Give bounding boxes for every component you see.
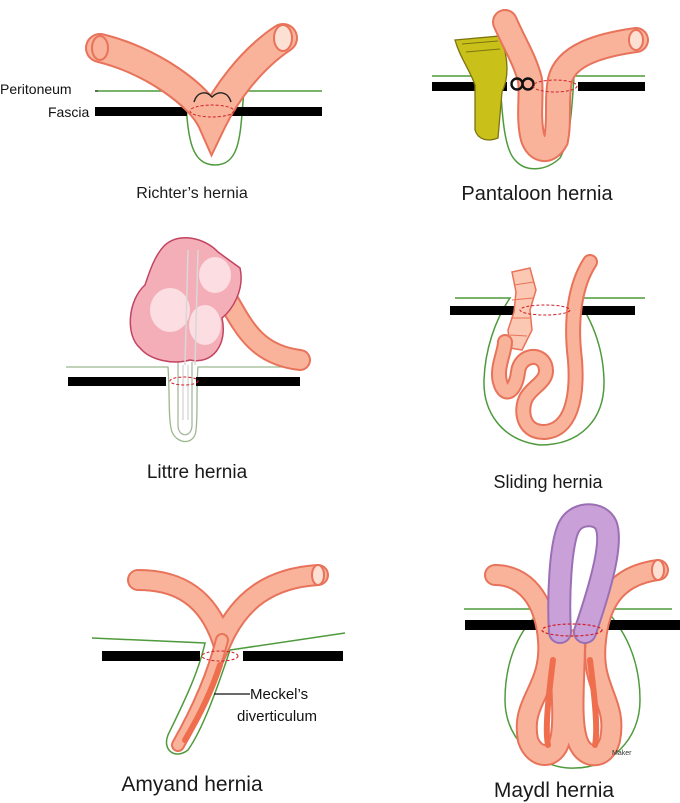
hernia-ring — [201, 650, 239, 662]
ileum-segment — [150, 288, 190, 332]
hernia-ring — [541, 623, 603, 637]
peritoneum-line — [91, 632, 346, 755]
fascia-bar — [465, 620, 545, 630]
bowel-knuckle — [193, 92, 232, 103]
epigastric-vessel — [521, 77, 535, 91]
fascia-bar — [605, 620, 680, 630]
panel-sliding — [450, 254, 645, 446]
fascia-bar — [232, 107, 322, 116]
meckel-label-line1: Meckel’s — [250, 686, 309, 703]
mesentery-fold — [461, 40, 501, 53]
fascia-bar — [570, 306, 635, 315]
fascia-bar — [243, 651, 343, 661]
hernia-ring — [519, 304, 571, 316]
appendix-core — [182, 662, 223, 743]
peritoneum-line — [66, 366, 302, 443]
caption-sliding: Sliding hernia — [493, 472, 603, 492]
panel-pantaloon — [432, 9, 649, 170]
bowel-opening — [628, 29, 644, 51]
colon-haustra — [509, 281, 535, 337]
fascia-bar — [95, 107, 187, 116]
hernia-ring — [169, 376, 199, 386]
panel-maydl — [464, 503, 680, 769]
bowel-opening — [91, 35, 109, 61]
peritoneum-line — [455, 297, 645, 446]
fascia-label: Fascia — [48, 104, 90, 120]
caption-maydl: Maydl hernia — [493, 779, 615, 802]
panel-littre — [66, 237, 311, 443]
ileum-segment — [189, 305, 221, 345]
fascia-bar — [578, 82, 645, 91]
bowel-loop — [129, 566, 327, 665]
peritoneum-line — [95, 90, 322, 166]
fascia-bar — [450, 306, 520, 315]
hernia-ring — [532, 79, 578, 93]
bowel-opening — [651, 559, 665, 581]
meckel-label-line2: diverticulum — [237, 708, 318, 725]
bowel-loop — [493, 256, 596, 438]
appendix — [173, 635, 227, 750]
fascia-bar — [68, 377, 166, 386]
colon-segment — [507, 267, 537, 351]
loop-core — [543, 657, 600, 748]
caption-amyand: Amyand hernia — [121, 773, 263, 796]
bowel-loop — [87, 25, 296, 153]
caption-littre: Littre hernia — [146, 462, 248, 483]
panel-amyand — [91, 564, 346, 755]
peritoneum-line — [464, 608, 672, 769]
diverticulum-sac — [177, 362, 193, 436]
bowel-opening — [273, 24, 293, 52]
peritoneum-label: Peritoneum — [0, 81, 72, 97]
fascia-bar — [102, 651, 200, 661]
maker-label: Maker — [612, 750, 632, 757]
hernia-ring — [189, 104, 235, 118]
bowel-opening — [311, 564, 325, 586]
peritoneum-line — [432, 75, 645, 170]
panel-richter — [85, 23, 322, 166]
fascia-bar — [432, 82, 507, 91]
ileum-segment — [199, 257, 231, 293]
bowel-loop — [219, 291, 309, 369]
mesentery-fat — [454, 35, 508, 141]
incarcerated-loop — [486, 561, 667, 765]
mesentery-stalk — [184, 249, 199, 366]
caption-richter: Richter’s hernia — [136, 185, 248, 202]
caption-pantaloon: Pantaloon hernia — [461, 183, 613, 205]
intra-abdominal-loop — [549, 505, 618, 642]
fascia-bar — [196, 377, 300, 386]
diverticulum-lumen — [182, 365, 189, 420]
